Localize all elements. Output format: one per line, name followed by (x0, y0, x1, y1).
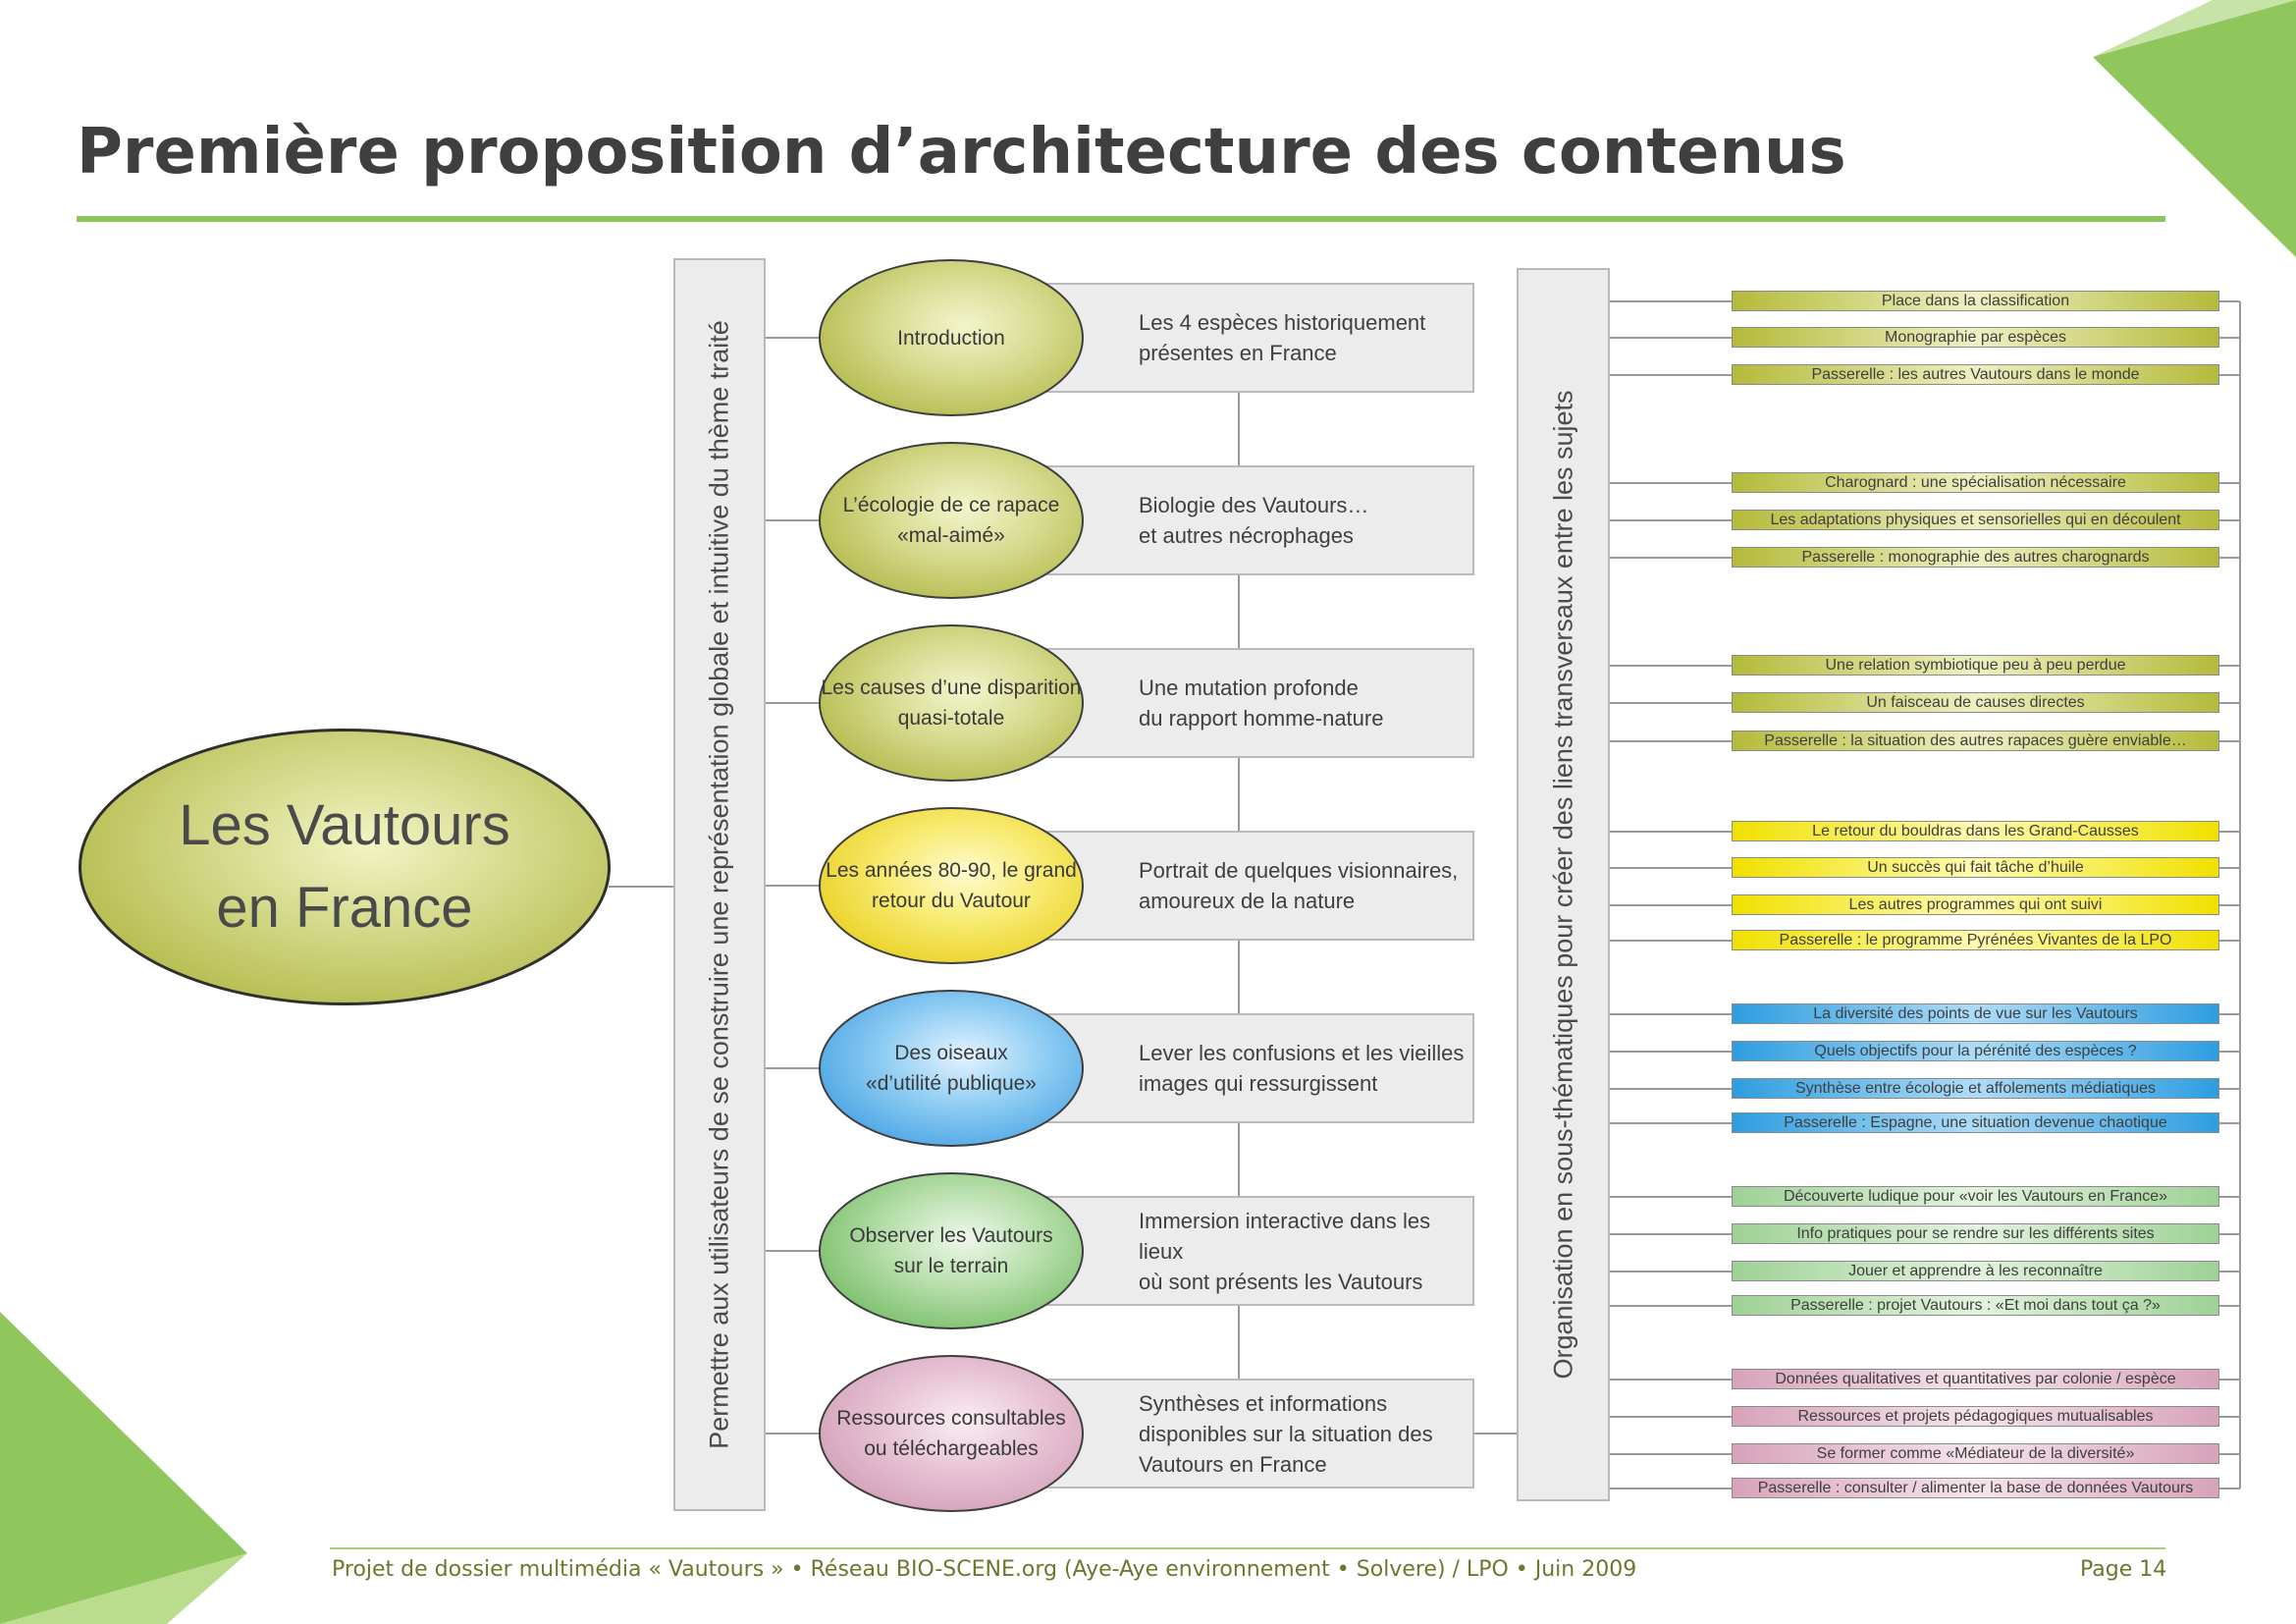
sub-theme-item: Info pratiques pour se rendre sur les di… (1732, 1223, 2219, 1244)
sub-theme-item: Se former comme «Médiateur de la diversi… (1732, 1443, 2219, 1464)
description-box: Biologie des Vautours… et autres nécroph… (1042, 465, 1474, 575)
sub-theme-item: Quels objectifs pour la pérénité des esp… (1732, 1041, 2219, 1061)
left-bar-text: Permettre aux utilisateurs de se constru… (704, 320, 734, 1449)
sub-theme-item: Monographie par espèces (1732, 327, 2219, 348)
title-divider (77, 216, 2165, 222)
sub-theme-item: Passerelle : consulter / alimenter la ba… (1732, 1478, 2219, 1498)
sub-theme-item: Charognard : une spécialisation nécessai… (1732, 472, 2219, 493)
footer-credits: Projet de dossier multimédia « Vautours … (332, 1557, 1637, 1582)
sub-theme-item: Une relation symbiotique peu à peu perdu… (1732, 655, 2219, 676)
sub-theme-item: Passerelle : les autres Vautours dans le… (1732, 364, 2219, 385)
sub-theme-item: Un succès qui fait tâche d’huile (1732, 857, 2219, 878)
footer-divider (330, 1547, 2165, 1549)
sub-theme-item: La diversité des points de vue sur les V… (1732, 1003, 2219, 1024)
page-title: Première proposition d’architecture des … (77, 116, 1846, 189)
sub-theme-item: Passerelle : Espagne, une situation deve… (1732, 1112, 2219, 1133)
sub-theme-item: Les adaptations physiques et sensorielle… (1732, 510, 2219, 530)
sub-theme-item: Place dans la classification (1732, 291, 2219, 311)
sub-theme-item: Découverte ludique pour «voir les Vautou… (1732, 1186, 2219, 1207)
sub-theme-item: Jouer et apprendre à les reconnaître (1732, 1261, 2219, 1281)
sub-theme-item: Passerelle : le programme Pyrénées Vivan… (1732, 930, 2219, 950)
description-box: Une mutation profonde du rapport homme-n… (1042, 648, 1474, 758)
sub-theme-item: Un faisceau de causes directes (1732, 692, 2219, 713)
theme-oval: Observer les Vautours sur le terrain (819, 1172, 1084, 1329)
theme-oval: Introduction (819, 259, 1084, 416)
description-box: Immersion interactive dans les lieux où … (1042, 1196, 1474, 1306)
theme-oval: Des oiseaux «d’utilité publique» (819, 990, 1084, 1147)
sub-theme-item: Le retour du bouldras dans les Grand-Cau… (1732, 821, 2219, 841)
central-topic-oval: Les Vautours en France (79, 729, 611, 1005)
sub-theme-item: Passerelle : la situation des autres rap… (1732, 731, 2219, 751)
sub-theme-item: Synthèse entre écologie et affolements m… (1732, 1078, 2219, 1099)
sub-theme-item: Passerelle : projet Vautours : «Et moi d… (1732, 1295, 2219, 1316)
sub-theme-item: Données qualitatives et quantitatives pa… (1732, 1369, 2219, 1389)
sub-theme-item: Passerelle : monographie des autres char… (1732, 547, 2219, 568)
page-number: Page 14 (2080, 1557, 2167, 1582)
theme-oval: Les années 80-90, le grand retour du Vau… (819, 807, 1084, 964)
theme-oval: L’écologie de ce rapace «mal-aimé» (819, 442, 1084, 599)
right-bar-text: Organisation en sous-thématiques pour cr… (1548, 390, 1577, 1380)
sub-theme-item: Les autres programmes qui ont suivi (1732, 894, 2219, 915)
left-vertical-bar: Permettre aux utilisateurs de se constru… (673, 258, 766, 1511)
theme-oval: Ressources consultables ou téléchargeabl… (819, 1355, 1084, 1512)
description-box: Les 4 espèces historiquement présentes e… (1042, 283, 1474, 393)
description-box: Synthèses et informations disponibles su… (1042, 1379, 1474, 1489)
description-box: Lever les confusions et les vieilles ima… (1042, 1013, 1474, 1123)
description-box: Portrait de quelques visionnaires, amour… (1042, 831, 1474, 941)
right-vertical-bar: Organisation en sous-thématiques pour cr… (1517, 268, 1610, 1501)
theme-oval: Les causes d’une disparition quasi-total… (819, 624, 1084, 782)
sub-theme-item: Ressources et projets pédagogiques mutua… (1732, 1406, 2219, 1427)
